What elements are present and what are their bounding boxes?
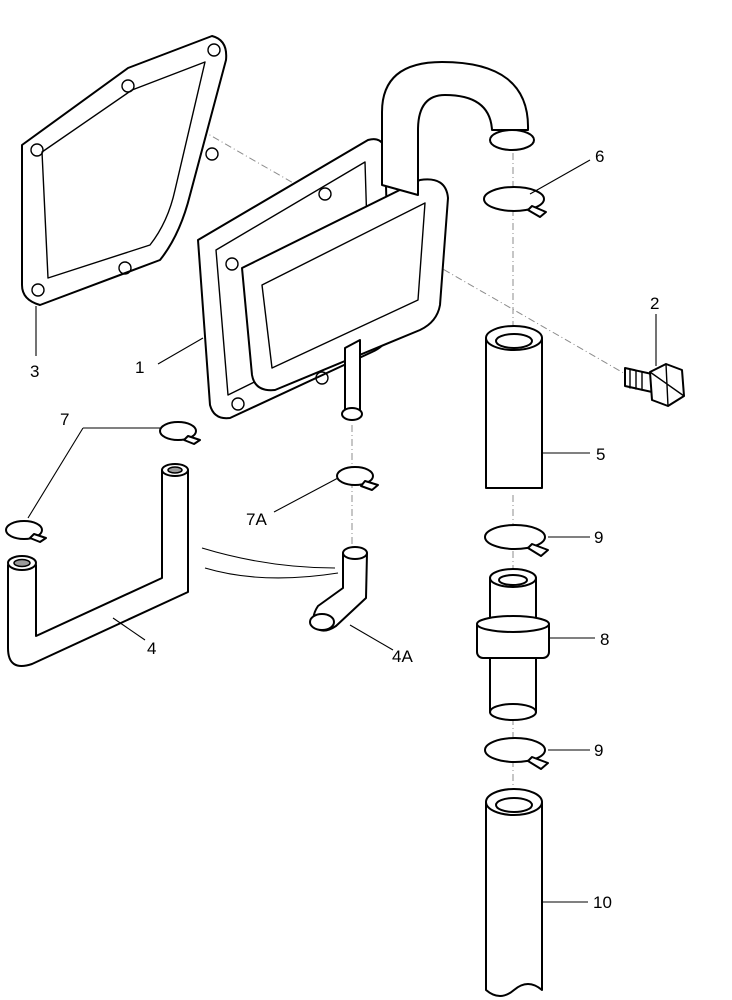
callout-label-4: 4 bbox=[147, 639, 156, 658]
callout-label-9-upper: 9 bbox=[594, 528, 603, 547]
callout-label-2: 2 bbox=[650, 294, 659, 313]
callout-label-1: 1 bbox=[135, 358, 144, 377]
clamp-part-7-right bbox=[159, 421, 201, 445]
clamp-part-9-upper bbox=[484, 524, 549, 557]
hose-part-4 bbox=[7, 463, 189, 667]
assembly-axis-lines bbox=[127, 87, 649, 790]
clamp-part-6 bbox=[483, 186, 547, 218]
assembly-arc bbox=[201, 547, 339, 579]
bolt-part bbox=[624, 363, 685, 407]
gasket-part bbox=[21, 35, 228, 306]
callout-label-3: 3 bbox=[30, 362, 39, 381]
callout-label-4a: 4A bbox=[392, 647, 413, 666]
hose-part-10 bbox=[485, 788, 543, 997]
callout-label-7: 7 bbox=[60, 410, 69, 429]
clamp-part-7-left bbox=[5, 520, 47, 543]
callout-label-6: 6 bbox=[595, 147, 604, 166]
breather-body-part bbox=[197, 61, 535, 421]
callout-label-10: 10 bbox=[593, 893, 612, 912]
hose-part-5 bbox=[485, 325, 543, 489]
connector-part-8 bbox=[476, 568, 550, 721]
callout-label-8: 8 bbox=[600, 630, 609, 649]
leader-lines bbox=[27, 159, 657, 903]
hose-part-4a bbox=[309, 546, 368, 632]
callout-label-5: 5 bbox=[596, 445, 605, 464]
clamp-part-7a bbox=[336, 466, 379, 491]
clamp-part-9-lower bbox=[484, 737, 549, 770]
callout-label-7a: 7A bbox=[246, 510, 267, 529]
callout-label-9-lower: 9 bbox=[594, 741, 603, 760]
